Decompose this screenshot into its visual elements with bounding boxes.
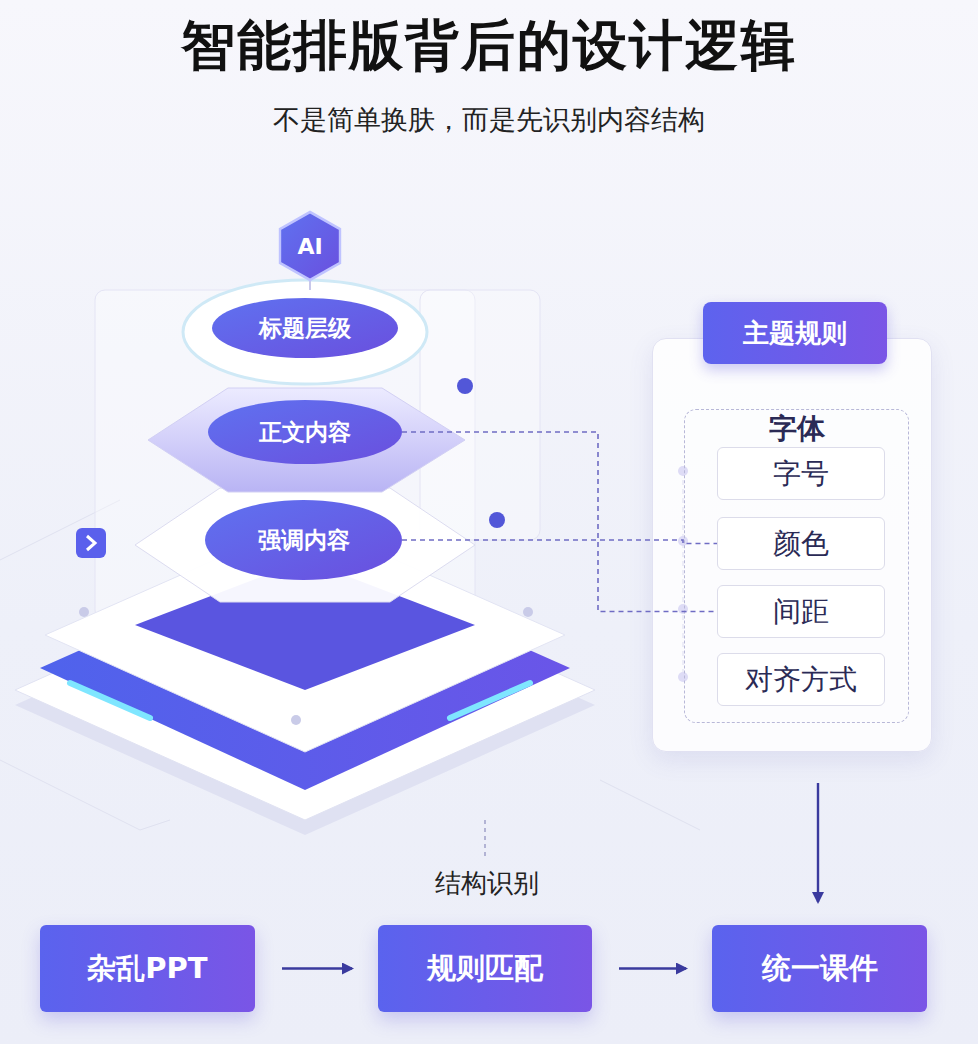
ellipse-fill xyxy=(208,400,402,464)
layer-plate xyxy=(135,488,475,602)
layer-ellipse: 标题层级 xyxy=(212,298,398,358)
rule-item: 颜色 xyxy=(717,517,885,570)
flow-arrow xyxy=(619,967,686,969)
ai-badge: AI xyxy=(280,212,340,280)
connector-dot xyxy=(489,512,505,528)
grid-line xyxy=(0,500,700,830)
rule-item: 字号 xyxy=(717,447,885,500)
process-box: 统一课件 xyxy=(712,925,927,1012)
chevron-symbol xyxy=(87,536,95,550)
layer-plate xyxy=(148,388,465,492)
node-text: 间距 xyxy=(773,593,829,631)
process-box: 规则匹配 xyxy=(378,925,592,1012)
rivet xyxy=(79,607,89,617)
node-text: 对齐方式 xyxy=(745,661,857,699)
layer-disk xyxy=(183,280,427,384)
node-text: 颜色 xyxy=(773,525,829,563)
dashed-connector xyxy=(402,540,717,544)
flow-arrow xyxy=(817,783,819,902)
light-strip xyxy=(70,683,150,718)
text-label: 不是简单换肤，而是先识别内容结构 xyxy=(0,102,978,138)
dashed-connector xyxy=(402,432,717,612)
title: 智能排版背后的设计逻辑 xyxy=(0,10,978,83)
text-label: 结构识别 xyxy=(380,866,594,901)
node-text: 正文内容 xyxy=(259,417,351,448)
rivet xyxy=(523,607,533,617)
node-text: 字号 xyxy=(773,455,829,493)
connector-dot xyxy=(457,378,473,394)
hex-fill xyxy=(280,212,340,280)
rules-panel: 主题规则字体字号颜色间距对齐方式 xyxy=(652,338,932,752)
node-text: 杂乱PPT xyxy=(87,949,207,989)
rule-item: 对齐方式 xyxy=(717,653,885,706)
glass-panel xyxy=(420,290,540,540)
rule-item: 间距 xyxy=(717,585,885,638)
node-text: AI xyxy=(297,234,322,259)
node-text: 规则匹配 xyxy=(427,949,543,989)
node-text: 主题规则 xyxy=(703,302,887,364)
node-text: 标题层级 xyxy=(259,313,351,344)
leader-line xyxy=(484,820,486,858)
node-text: 强调内容 xyxy=(258,525,350,556)
ellipse-fill xyxy=(205,500,402,580)
light-strip xyxy=(450,683,530,718)
node-text: 字体 xyxy=(685,410,908,448)
rivet xyxy=(291,715,301,725)
node-text: 统一课件 xyxy=(762,949,878,989)
font-group: 字体字号颜色间距对齐方式 xyxy=(684,409,909,723)
flow-arrow xyxy=(282,967,352,969)
layer-ellipse: 正文内容 xyxy=(208,400,402,464)
layer-ellipse: 强调内容 xyxy=(205,500,402,580)
chevron-badge xyxy=(76,528,106,558)
process-box: 杂乱PPT xyxy=(40,925,255,1012)
ellipse-fill xyxy=(212,298,398,358)
